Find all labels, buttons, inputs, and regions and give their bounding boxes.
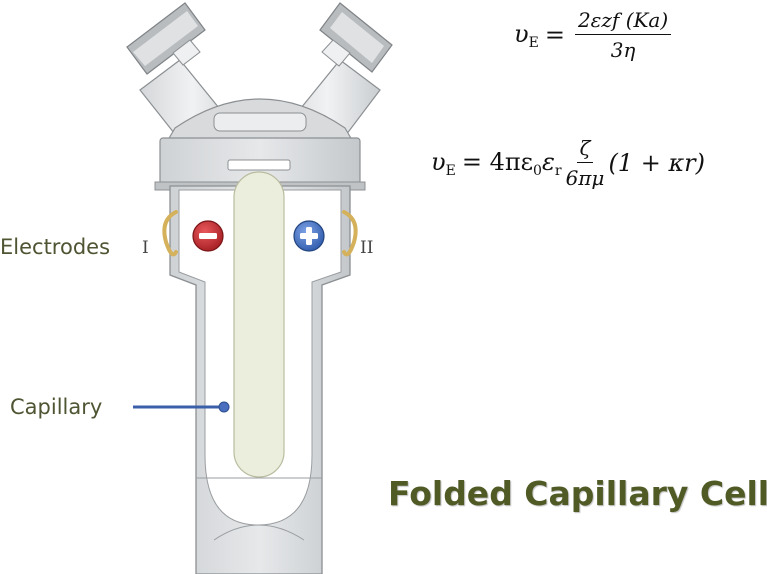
eq2-denominator: 6πμ: [565, 166, 605, 190]
cell-cap: [154, 98, 366, 191]
eq2-numerator: ζ: [576, 136, 594, 163]
eq2-coefficient: = 4πε0εr: [461, 147, 562, 179]
eq2-lhs: υE: [431, 147, 456, 179]
electrode-label-ii: II: [360, 238, 374, 258]
connector-left: [162, 210, 178, 257]
eq1-numerator: 2εzf (Ka): [574, 8, 672, 35]
minus-icon: [199, 233, 217, 239]
capillary-pointer: [133, 401, 230, 413]
eq1-fraction: 2εzf (Ka) 3η: [574, 8, 672, 62]
connector-right: [342, 210, 358, 257]
capillary-label: Capillary: [10, 395, 103, 419]
diagram-title: Folded Capillary Cell: [388, 474, 767, 513]
eq1-denominator: 3η: [610, 38, 636, 62]
equation-electrophoretic-velocity-1: υE = 2εzf (Ka) 3η: [514, 8, 675, 62]
eq2-fraction: ζ 6πμ: [566, 136, 605, 190]
equation-electrophoretic-velocity-2: υE = 4πε0εr ζ 6πμ (1 + κr): [431, 136, 705, 190]
electrode-label-i: I: [142, 238, 149, 258]
positive-electrode: [293, 220, 325, 252]
eq1-equals: =: [544, 21, 565, 49]
capillary: [233, 171, 285, 478]
eq2-tail: (1 + κr): [608, 149, 706, 177]
eq1-lhs: υE: [514, 19, 539, 51]
electrodes-label: Electrodes: [0, 235, 111, 259]
plus-icon: [300, 227, 318, 245]
negative-electrode: [192, 220, 224, 252]
